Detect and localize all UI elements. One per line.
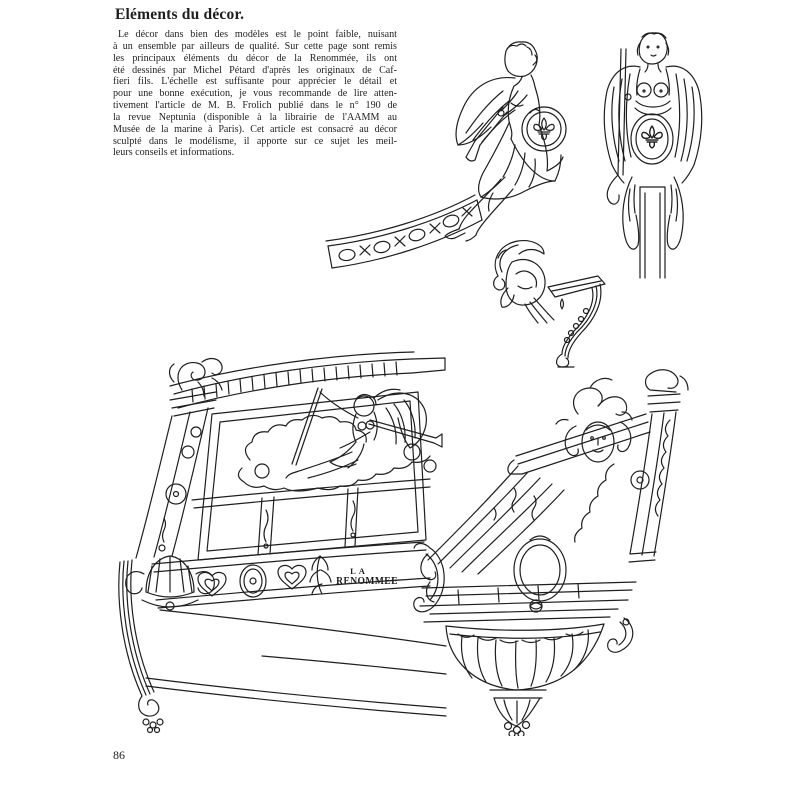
helmet-ornament-drawing xyxy=(486,236,562,326)
body-line: pour une bonne exécution, je vous recomm… xyxy=(113,88,397,100)
body-line: sculpté dans le modélisme, il apporte su… xyxy=(113,135,397,147)
body-line: été dessinés par Michel Pétard d'après l… xyxy=(113,64,397,76)
console-bracket-drawing xyxy=(540,270,612,370)
body-line: fieri fils. L'échelle est suffisante pou… xyxy=(113,76,397,88)
quarter-gallery-drawing xyxy=(418,368,708,736)
body-paragraph: Le décor dans bien des modèles est le po… xyxy=(113,29,397,159)
page-title: Eléments du décor. xyxy=(115,6,245,23)
stern-decoration-drawing xyxy=(112,348,450,738)
body-line: à un ensemble par ailleurs de qualité. S… xyxy=(113,40,397,52)
page-number: 86 xyxy=(113,748,125,762)
stern-name-line1: LA xyxy=(350,566,368,576)
body-line: la revue Neptunia (disponible à la libra… xyxy=(113,111,397,123)
body-line: Le décor dans bien des modèles est le po… xyxy=(118,29,397,40)
body-line: leurs conseils et informations. xyxy=(113,147,235,159)
body-line: tivement l'article de M. B. Frolich publ… xyxy=(113,100,397,112)
figurehead-side-drawing xyxy=(325,33,570,288)
figurehead-front-drawing xyxy=(592,27,720,280)
stern-name-line2: RENOMMEE xyxy=(336,576,398,587)
body-line: Musée de la marine à Paris). Cet article… xyxy=(113,123,397,135)
body-line: les principaux éléments du décor de la R… xyxy=(113,52,397,64)
